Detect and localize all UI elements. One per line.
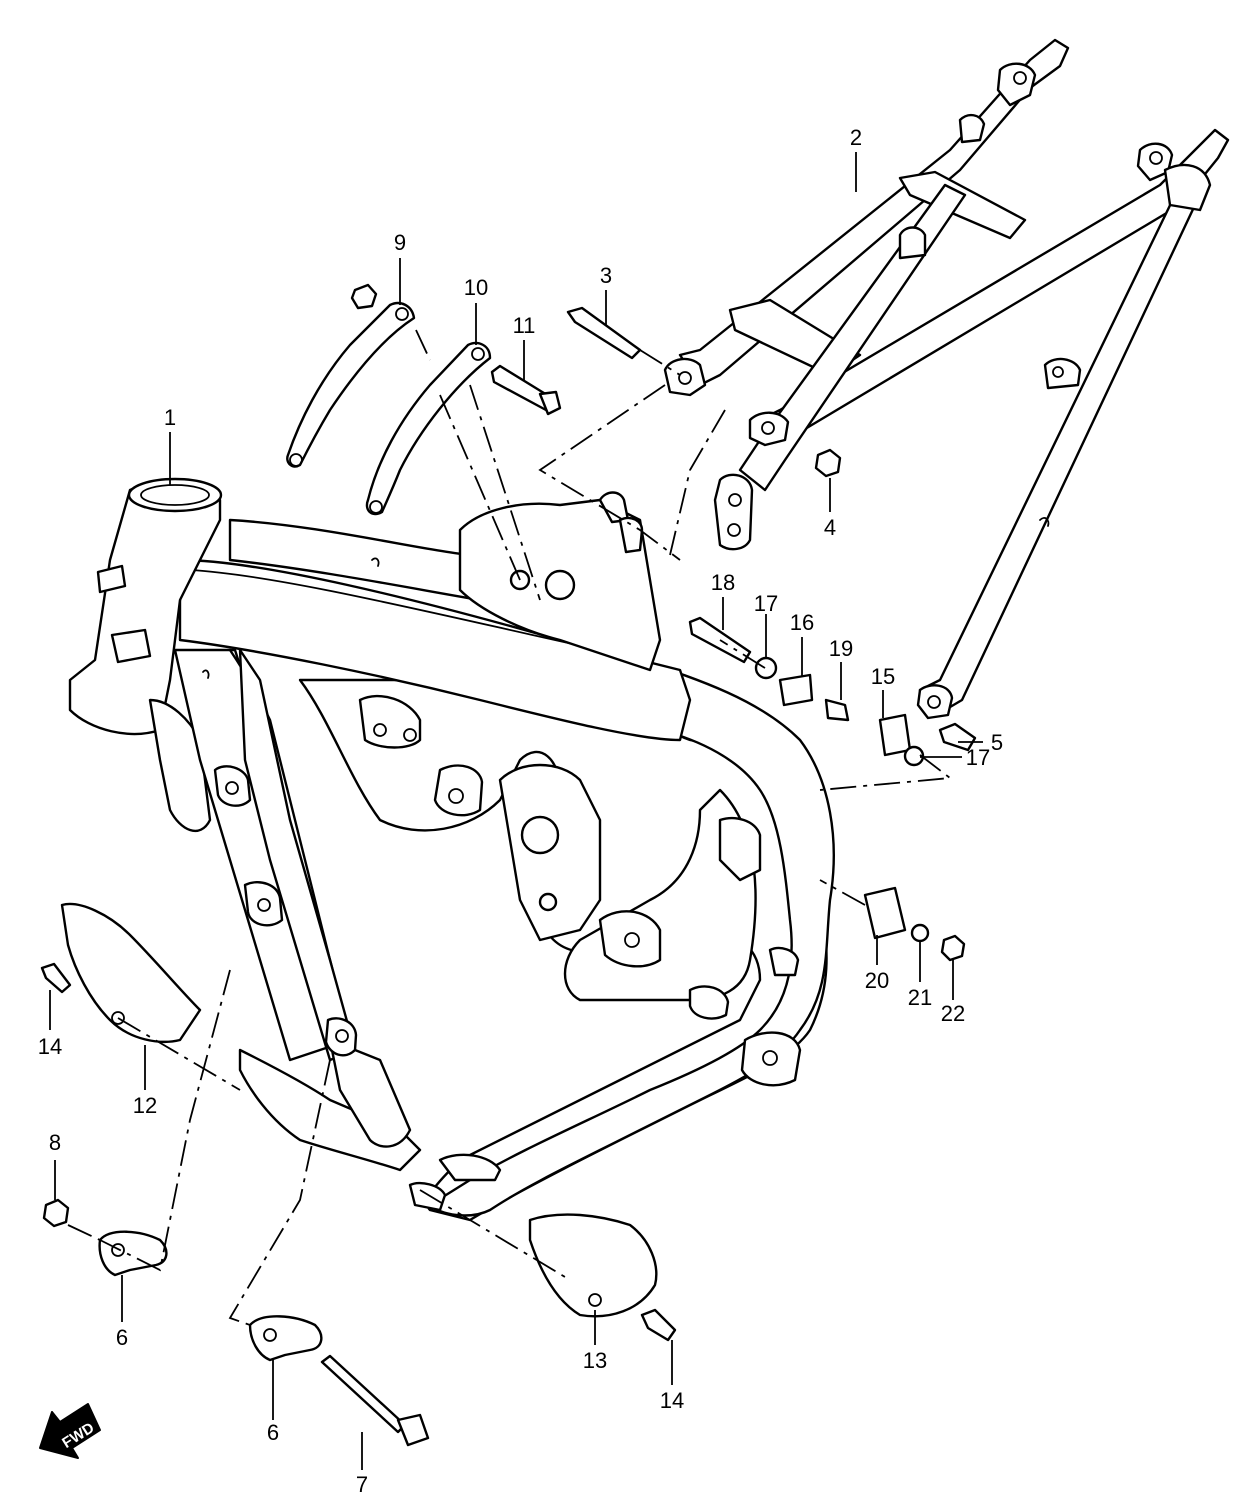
fwd-badge: FWD	[39, 1403, 101, 1459]
hardware-drawing	[40, 306, 977, 1447]
callout-labels: 1 2 3 4 5 6 6 7 8 9 10 11 12 13 14 14 15…	[38, 125, 1003, 1497]
callout-12: 12	[133, 1093, 157, 1118]
callout-21: 21	[908, 985, 932, 1010]
callout-14-left: 14	[38, 1034, 62, 1059]
callout-14-right: 14	[660, 1388, 684, 1413]
callout-1: 1	[164, 405, 176, 430]
callout-10: 10	[464, 275, 488, 300]
callout-17-upper: 17	[754, 591, 778, 616]
callout-19: 19	[829, 636, 853, 661]
callout-3: 3	[600, 263, 612, 288]
assembly-lines	[67, 329, 953, 1326]
callout-13: 13	[583, 1348, 607, 1373]
callout-6-upper: 6	[116, 1325, 128, 1350]
callout-16: 16	[790, 610, 814, 635]
callout-9: 9	[394, 230, 406, 255]
callout-20: 20	[865, 968, 889, 993]
forward-arrow-icon	[39, 1403, 101, 1459]
callout-2: 2	[850, 125, 862, 150]
callout-7: 7	[356, 1472, 368, 1497]
callout-17-lower: 17	[966, 745, 990, 770]
main-frame-drawing	[68, 477, 835, 1222]
rear-subframe-drawing	[663, 38, 1230, 720]
callout-15: 15	[871, 664, 895, 689]
callout-11: 11	[513, 313, 536, 338]
callout-8: 8	[49, 1130, 61, 1155]
engine-hanger-brackets	[286, 283, 492, 516]
callout-18: 18	[711, 570, 735, 595]
callout-22: 22	[941, 1001, 965, 1026]
callout-5: 5	[991, 730, 1003, 755]
leader-lines	[49, 152, 983, 1470]
callout-6-lower: 6	[267, 1420, 279, 1445]
callout-4: 4	[824, 515, 836, 540]
